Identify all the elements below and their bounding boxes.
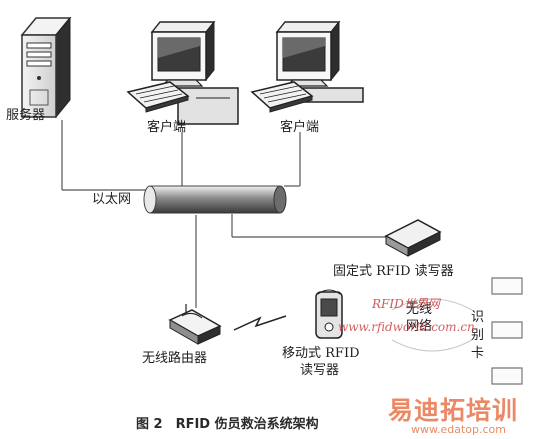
wireless-signal-icon xyxy=(233,315,287,331)
watermark-rfid-world: RFID世界网 xyxy=(372,297,440,311)
client-label-1: 客户端 xyxy=(147,120,187,135)
wireless-network-waves xyxy=(391,298,473,352)
id-card-icon-1 xyxy=(491,277,523,295)
client-computer-icon-2 xyxy=(250,20,364,113)
mobile-reader-label-line1: 移动式 RFID xyxy=(282,346,360,361)
wireless-router-icon xyxy=(168,304,222,345)
mobile-reader-label-line2: 读写器 xyxy=(300,363,340,378)
server-label: 服务器 xyxy=(6,108,46,123)
mobile-rfid-reader-icon xyxy=(315,289,343,339)
wireless-network-label-line2: 网络 xyxy=(406,319,433,334)
id-card-icon-3 xyxy=(491,367,523,385)
fixed-reader-label: 固定式 RFID 读写器 xyxy=(333,264,454,279)
id-card-label-char3: 卡 xyxy=(471,346,485,361)
client-computer-icon-1 xyxy=(126,20,239,125)
id-card-icons xyxy=(491,277,523,385)
id-card-label-char1: 识 xyxy=(471,310,485,325)
network-links xyxy=(61,120,386,308)
watermark-edatop-url: www.edatop.com xyxy=(411,423,506,436)
id-card-label-char2: 别 xyxy=(471,328,485,343)
wireless-router-label: 无线路由器 xyxy=(142,351,208,366)
ethernet-label: 以太网 xyxy=(92,192,132,207)
wireless-network-label-line1: 无线 xyxy=(406,302,433,317)
id-card-icon-2 xyxy=(491,321,523,339)
figure-caption: 图 2 RFID 伤员救治系统架构 xyxy=(136,417,319,432)
fixed-rfid-reader-icon xyxy=(384,219,442,257)
watermark-edatop-logo: 易迪拓培训 xyxy=(388,396,519,425)
client-label-2: 客户端 xyxy=(280,120,320,135)
server-icon xyxy=(20,16,72,119)
ethernet-cable xyxy=(143,185,287,214)
watermark-rfid-url: www.rfidworld.com.cn xyxy=(338,320,475,334)
